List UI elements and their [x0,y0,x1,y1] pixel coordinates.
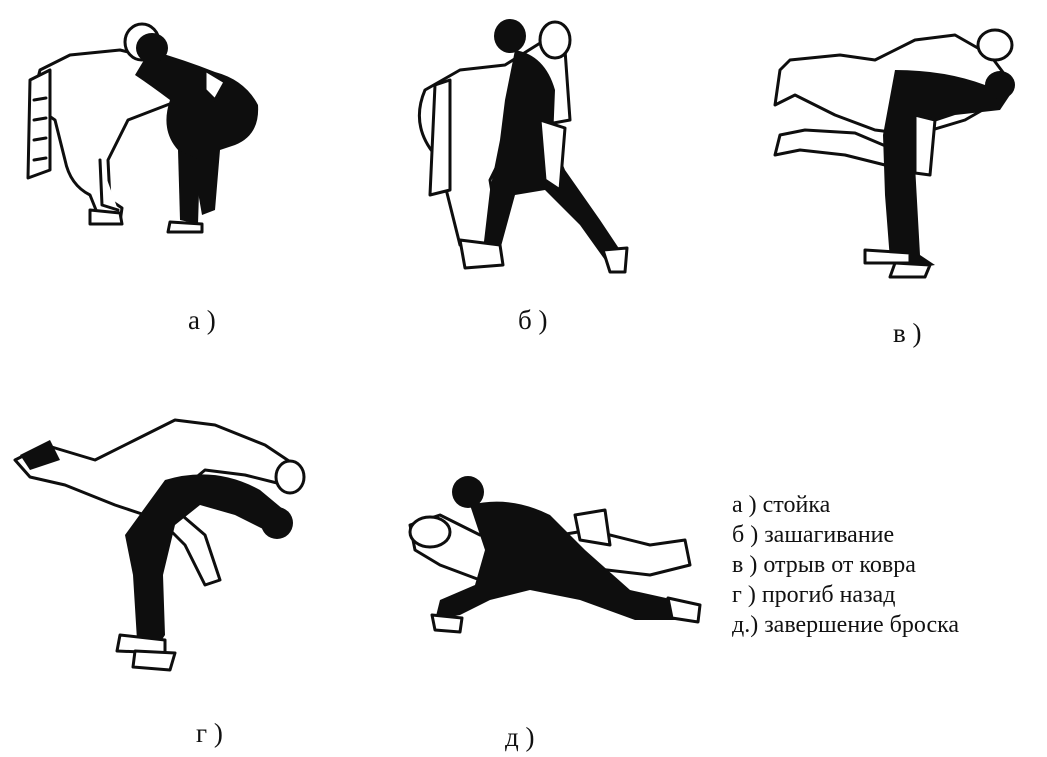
figure-v-lift [765,15,1040,285]
wrestlers-stance-drawing [10,10,270,240]
wrestlers-lift-drawing [765,15,1040,285]
wrestlers-step-in-drawing [405,10,635,280]
caption-b: б ) [518,305,547,335]
legend-item-a: а ) стойка [732,490,959,520]
wrestlers-back-arch-drawing [5,405,315,680]
legend-list: а ) стойка б ) зашагивание в ) отрыв от … [732,490,959,640]
wrestlers-completion-drawing [400,470,715,645]
legend-item-g: г ) прогиб назад [732,580,959,610]
figure-b-step-in [405,10,635,280]
figure-d-completion [400,470,715,645]
legend-item-v: в ) отрыв от ковра [732,550,959,580]
caption-a: а ) [188,305,216,335]
caption-v: в ) [893,318,922,348]
caption-d: д ) [505,722,534,752]
legend-item-d: д.) завершение броска [732,610,959,640]
caption-g: г ) [196,718,223,748]
figure-g-back-arch [5,405,315,680]
figure-a-stance [10,10,270,240]
legend-item-b: б ) зашагивание [732,520,959,550]
